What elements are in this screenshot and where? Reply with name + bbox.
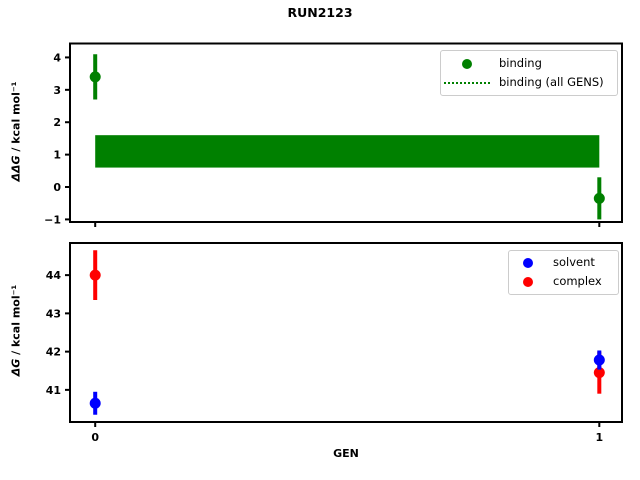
- bottom-plot: 41 42 43 44 0 1: [46, 242, 623, 444]
- legend-label: binding: [499, 55, 542, 70]
- solvent-point: [89, 397, 101, 409]
- legend-handle: [441, 81, 493, 84]
- x-tick-label: 0: [91, 431, 99, 444]
- legend-entry-complex: complex: [509, 273, 618, 292]
- band-binding-all-gens: [95, 135, 600, 168]
- figure-title: RUN2123: [287, 5, 353, 20]
- binding-point: [593, 192, 605, 204]
- top-plot: −1 0 1 2 3 4: [44, 42, 623, 227]
- dotted-line-icon: [444, 81, 490, 84]
- legend-label: complex: [553, 274, 602, 289]
- complex-point: [593, 367, 605, 379]
- bottom-y-axis-label-units: / kcal mol⁻¹: [9, 284, 23, 359]
- bottom-y-axis-label: ΔG / kcal mol⁻¹: [10, 241, 23, 421]
- y-tick-label: 1: [53, 149, 61, 162]
- x-axis-label: GEN: [333, 447, 359, 460]
- legend-handle: [509, 258, 547, 268]
- bottom-y-axis-label-symbol: ΔG: [9, 358, 23, 377]
- binding-marker-icon: [462, 58, 472, 69]
- solvent-point: [593, 354, 605, 366]
- legend-label: solvent: [553, 255, 595, 270]
- top-y-axis-label-symbol: ΔΔG: [9, 155, 23, 182]
- complex-point: [89, 269, 101, 281]
- y-tick-label: 43: [46, 307, 61, 320]
- legend-handle: [441, 58, 493, 69]
- y-tick-label: 0: [53, 181, 61, 194]
- axes-spines: [69, 242, 623, 423]
- top-y-axis-label: ΔΔG / kcal mol⁻¹: [10, 42, 23, 222]
- y-tick-label: 44: [46, 269, 62, 282]
- solvent-marker-icon: [523, 258, 533, 268]
- binding-point: [89, 71, 101, 83]
- y-tick-label: 4: [53, 51, 61, 64]
- y-tick-label: 41: [46, 384, 61, 397]
- legend-label: binding (all GENS): [499, 74, 604, 89]
- complex-marker-icon: [523, 277, 533, 287]
- legend-handle: [509, 277, 547, 287]
- y-tick-label: 2: [53, 116, 61, 129]
- y-tick-label: 42: [46, 346, 61, 359]
- bottom-legend: solvent complex: [508, 250, 619, 295]
- x-tick-label: 1: [595, 431, 603, 444]
- legend-entry-solvent: solvent: [509, 254, 618, 273]
- top-legend: binding binding (all GENS): [440, 50, 618, 96]
- y-tick-label: −1: [44, 213, 61, 226]
- axes-spines: [69, 42, 623, 223]
- y-tick-label: 3: [53, 84, 61, 97]
- legend-entry-binding-all-gens: binding (all GENS): [441, 73, 617, 92]
- legend-entry-binding: binding: [441, 54, 617, 73]
- top-y-axis-label-units: / kcal mol⁻¹: [9, 81, 23, 156]
